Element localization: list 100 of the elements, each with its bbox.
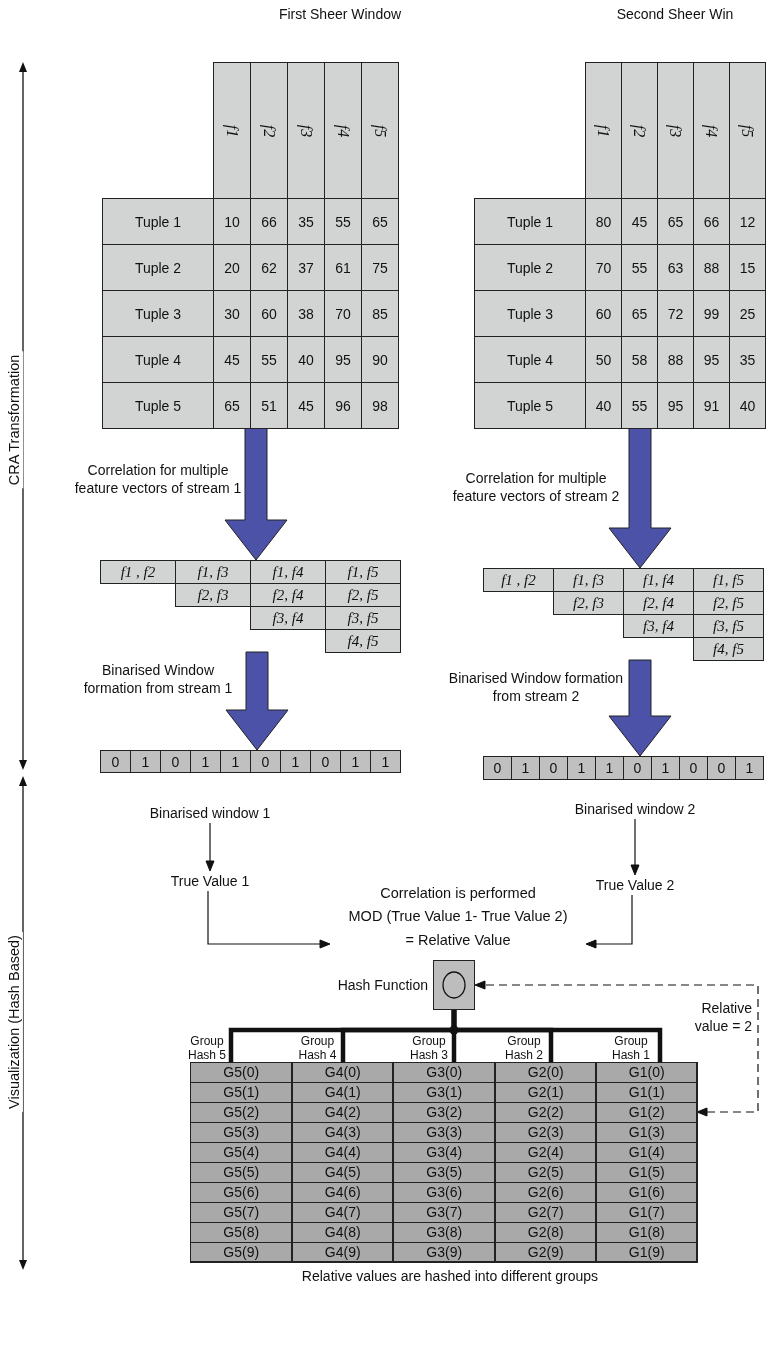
bit-cell: 1 — [340, 750, 371, 773]
table-cell: 88 — [693, 244, 730, 291]
table-cell: f1 , f2 — [483, 568, 554, 592]
hash-function-box — [433, 960, 475, 1010]
table-cell: f1, f5 — [693, 568, 764, 592]
bit-cell: 1 — [651, 756, 680, 780]
table-cell: 35 — [729, 336, 766, 383]
table-cell: G1(9) — [595, 1241, 698, 1263]
text-label: True Value 1 — [160, 871, 260, 891]
table-cell: 70 — [324, 290, 362, 337]
hash-group-column — [292, 1062, 393, 1262]
text-label: True Value 2 — [585, 875, 685, 895]
table-cell: 55 — [621, 244, 658, 291]
feature-header: f1 — [213, 62, 251, 199]
row-header: Tuple 3 — [102, 290, 214, 337]
table-cell: 66 — [250, 198, 288, 245]
row-header: Tuple 1 — [102, 198, 214, 245]
arrow — [205, 822, 215, 872]
bit-cell: 1 — [130, 750, 161, 773]
heading-text: Second Sheer Win — [615, 6, 735, 24]
hash-group-column — [596, 1062, 697, 1262]
table-cell: 95 — [693, 336, 730, 383]
formula-text: MOD (True Value 1- True Value 2) — [347, 907, 569, 927]
table-cell: 63 — [657, 244, 694, 291]
table-cell: 85 — [361, 290, 399, 337]
table-cell: f1, f5 — [325, 560, 401, 584]
block-arrow — [608, 659, 672, 757]
group-heading: Group Hash 1 — [611, 1034, 651, 1062]
table-cell: f2, f4 — [250, 583, 326, 607]
table-cell: f4, f5 — [693, 637, 764, 661]
table-cell: 98 — [361, 382, 399, 429]
table-cell: 37 — [287, 244, 325, 291]
table-cell: 20 — [213, 244, 251, 291]
bit-cell: 1 — [220, 750, 251, 773]
table-cell: f2, f5 — [693, 591, 764, 615]
bit-cell: 1 — [280, 750, 311, 773]
heading-text: First Sheer Window — [277, 6, 403, 24]
connector-line — [451, 1010, 663, 1062]
table-cell: 25 — [729, 290, 766, 337]
table-cell: f2, f5 — [325, 583, 401, 607]
bit-cell: 0 — [623, 756, 652, 780]
table-cell: 60 — [585, 290, 622, 337]
table-cell: 65 — [621, 290, 658, 337]
bit-cell: 0 — [539, 756, 568, 780]
feature-header: f3 — [287, 62, 325, 199]
bit-cell: 1 — [567, 756, 596, 780]
bit-cell: 1 — [595, 756, 624, 780]
formula-text: = Relative Value — [404, 930, 512, 950]
row-header: Tuple 3 — [474, 290, 586, 337]
table-cell: 95 — [657, 382, 694, 429]
bit-cell: 0 — [310, 750, 341, 773]
table-cell: f2, f3 — [553, 591, 624, 615]
table-cell: f3, f5 — [693, 614, 764, 638]
table-cell: f2, f4 — [623, 591, 694, 615]
table-cell: 72 — [657, 290, 694, 337]
row-header: Tuple 4 — [102, 336, 214, 383]
table-cell: 51 — [250, 382, 288, 429]
row-header: Tuple 2 — [474, 244, 586, 291]
text-label: Binarised window 1 — [130, 803, 290, 823]
block-arrow — [224, 427, 288, 561]
table-cell: 40 — [729, 382, 766, 429]
feature-header: f2 — [621, 62, 658, 199]
table-cell: 99 — [693, 290, 730, 337]
table-cell: 50 — [585, 336, 622, 383]
table-cell: f4, f5 — [325, 629, 401, 653]
arrow — [630, 818, 640, 876]
table-cell: 35 — [287, 198, 325, 245]
table-cell: f3, f5 — [325, 606, 401, 630]
table-cell: 40 — [585, 382, 622, 429]
table-cell: 65 — [361, 198, 399, 245]
caption: Relative values are hashed into different groups — [300, 1268, 600, 1286]
bit-cell: 1 — [735, 756, 764, 780]
table-cell: 91 — [693, 382, 730, 429]
table-cell: 38 — [287, 290, 325, 337]
hash-group-column — [190, 1062, 292, 1262]
bit-cell: 0 — [100, 750, 131, 773]
table-cell: 45 — [621, 198, 658, 245]
group-heading: Group Hash 2 — [504, 1034, 544, 1062]
table-cell: 30 — [213, 290, 251, 337]
table-cell: 58 — [621, 336, 658, 383]
table-cell: 65 — [213, 382, 251, 429]
table-cell: f3, f4 — [250, 606, 326, 630]
dashed-arrow — [474, 980, 759, 1117]
table-cell: f1 , f2 — [100, 560, 176, 584]
table-cell: 55 — [324, 198, 362, 245]
row-header: Tuple 1 — [474, 198, 586, 245]
table-cell: f1, f4 — [250, 560, 326, 584]
hash-group-column — [495, 1062, 596, 1262]
table-cell: 45 — [213, 336, 251, 383]
arrow — [585, 894, 633, 949]
block-arrow — [225, 651, 289, 751]
bit-cell: 0 — [250, 750, 281, 773]
feature-header: f5 — [729, 62, 766, 199]
bit-cell: 1 — [370, 750, 401, 773]
text-label: Hash Function — [336, 976, 428, 995]
group-heading: Group Hash 5 — [187, 1034, 227, 1062]
arrow — [207, 890, 331, 949]
text-label: Binarised window 2 — [555, 799, 715, 819]
bit-cell: 0 — [483, 756, 512, 780]
hash-group-column — [393, 1062, 495, 1262]
